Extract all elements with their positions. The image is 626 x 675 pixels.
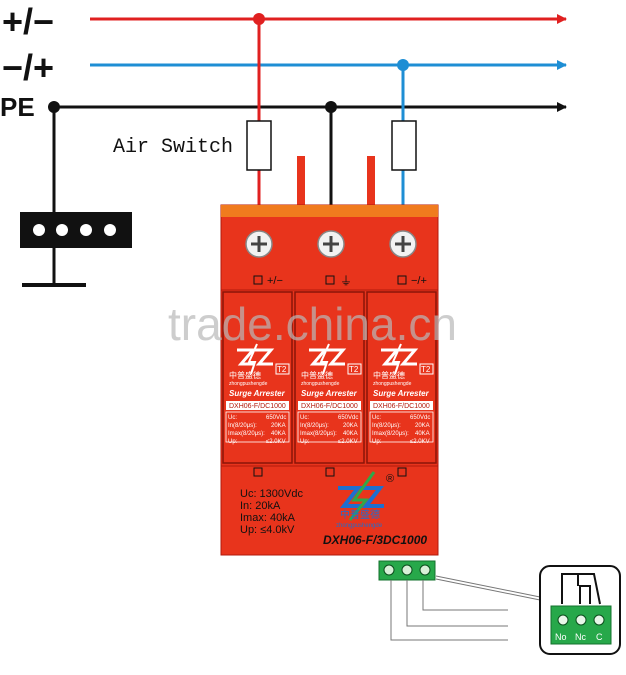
terminal-label-1: +/− [267, 275, 283, 287]
logo-cn: 中普盛德 [340, 508, 380, 521]
terminal-screw-icon [317, 230, 345, 258]
module-brand-cn: 中普盛德 [301, 370, 333, 380]
module-brand-cn: 中普盛德 [229, 370, 261, 380]
pe-line-label: PE [0, 92, 35, 122]
device-top-strip [221, 205, 438, 217]
air-switch-fuse-right [391, 120, 417, 171]
module-brand-en: zhongpushengde [301, 381, 340, 387]
registered-mark: ® [386, 473, 394, 485]
neg-pos-line-label: +/− [2, 1, 54, 42]
module-model: DXH06-F/DC1000 [301, 403, 358, 410]
contact-no-label: No [555, 632, 567, 642]
spec-uc-value: 650Vdc [410, 415, 430, 421]
spec-in-label: In(8/20μs): [228, 423, 257, 429]
spec-up-label: Up: [228, 439, 238, 445]
spec-in-label: In(8/20μs): [372, 423, 401, 429]
watermark: trade.china.cn [168, 298, 457, 350]
spec-imax-value: 40KA [271, 431, 286, 437]
contact-nc-label: Nc [575, 632, 586, 642]
module-brand-cn: 中普盛德 [373, 370, 405, 380]
spec-up-value: ≤2.0KV [338, 439, 358, 445]
module-type-badge: T2 [421, 365, 431, 374]
module-brand-en: zhongpushengde [229, 381, 268, 387]
spec-uc-label: Uc: [228, 415, 237, 421]
spec-up-value: ≤2.0KV [266, 439, 286, 445]
top-stub-right [367, 156, 375, 208]
brand-logo-icon [381, 343, 419, 375]
spec-imax-total: Imax: 40kA [240, 512, 296, 524]
logo-en: zhongpushengde [336, 523, 383, 529]
spec-up-label: Up: [372, 439, 382, 445]
terminal-label-3: −/+ [411, 275, 427, 287]
air-switch-label: Air Switch [113, 136, 233, 159]
spec-imax-label: Imax(8/20μs): [228, 431, 265, 437]
module-type-badge: T2 [277, 365, 287, 374]
module-model: DXH06-F/DC1000 [373, 403, 430, 410]
spec-uc-label: Uc: [300, 415, 309, 421]
surge-module-1: 中普盛德 zhongpushengde T2 Surge Arrester DX… [222, 291, 293, 464]
remote-signal-terminal [378, 560, 436, 581]
spec-uc-value: 650Vdc [266, 415, 286, 421]
air-switch-fuse-left [246, 120, 272, 171]
brand-logo-icon [237, 343, 275, 375]
spec-imax-label: Imax(8/20μs): [372, 431, 409, 437]
terminal-screw-icon [389, 230, 417, 258]
contact-c-label: C [596, 632, 603, 642]
brand-logo-icon [309, 343, 347, 375]
module-name: Surge Arrester [301, 389, 358, 398]
contact-detail-callout: No Nc C [539, 565, 621, 655]
signal-wires [390, 575, 541, 641]
spec-up-label: Up: [300, 439, 310, 445]
spec-imax-label: Imax(8/20μs): [300, 431, 337, 437]
spec-uc-total: Uc: 1300Vdc [240, 488, 303, 500]
device-model: DXH06-F/3DC1000 [323, 533, 427, 547]
spec-in-value: 20KA [271, 423, 286, 429]
module-brand-en: zhongpushengde [373, 381, 412, 387]
pos-neg-line-label: −/+ [2, 47, 54, 88]
terminal-label-2: ⏚ [340, 274, 352, 288]
top-stub-left [297, 156, 305, 208]
ground-terminal-block [20, 212, 132, 248]
module-type-badge: T2 [349, 365, 359, 374]
module-model: DXH06-F/DC1000 [229, 403, 286, 410]
spec-in-value: 20KA [343, 423, 358, 429]
module-name: Surge Arrester [229, 389, 286, 398]
spec-in-total: In: 20kA [240, 500, 281, 512]
device-base: ® Uc: 1300Vdc In: 20kA Imax: 40kA Up: ≤4… [240, 467, 427, 547]
spec-imax-value: 40KA [343, 431, 358, 437]
surge-module-3: 中普盛德 zhongpushengde T2 Surge Arrester DX… [366, 291, 437, 464]
spec-up-value: ≤2.0KV [410, 439, 430, 445]
module-name: Surge Arrester [373, 389, 430, 398]
spec-uc-value: 650Vdc [338, 415, 358, 421]
spec-up-total: Up: ≤4.0kV [240, 524, 295, 536]
spec-imax-value: 40KA [415, 431, 430, 437]
spec-in-label: In(8/20μs): [300, 423, 329, 429]
surge-module-2: 中普盛德 zhongpushengde T2 Surge Arrester DX… [294, 291, 365, 464]
spec-uc-label: Uc: [372, 415, 381, 421]
brand-logo-icon [338, 471, 385, 521]
spec-in-value: 20KA [415, 423, 430, 429]
terminal-screw-icon [245, 230, 273, 258]
